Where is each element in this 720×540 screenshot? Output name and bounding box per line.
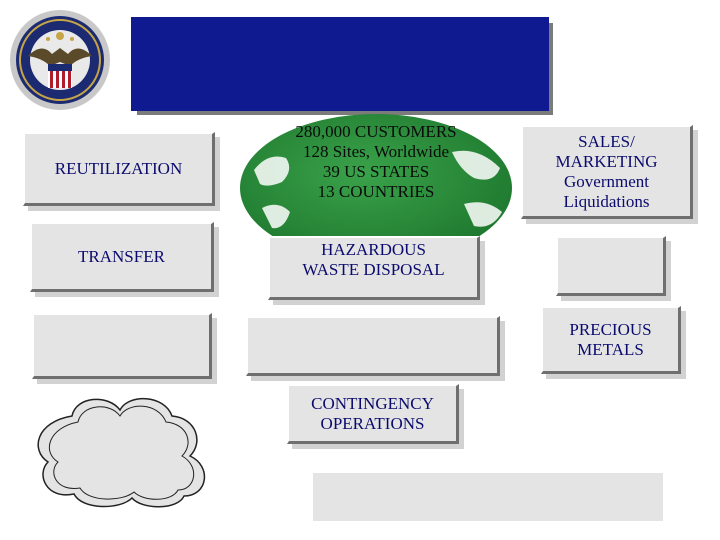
sales-marketing-label: SALES/ MARKETING Government Liquidations <box>555 131 658 211</box>
agency-seal-icon <box>10 10 110 110</box>
sales-marketing-box[interactable]: SALES/ MARKETING Government Liquidations <box>521 125 693 219</box>
contingency-operations-box[interactable]: CONTINGENCY OPERATIONS <box>287 384 459 444</box>
hazardous-waste-label: HAZARDOUS WASTE DISPOSAL <box>302 240 445 279</box>
empty-box-right[interactable] <box>556 236 666 296</box>
empty-bar-bottom[interactable] <box>313 473 663 521</box>
empty-box-center[interactable] <box>246 316 500 376</box>
reutilization-label: REUTILIZATION <box>54 158 183 178</box>
hazardous-waste-box[interactable]: HAZARDOUS WASTE DISPOSAL <box>268 236 480 300</box>
contingency-operations-label: CONTINGENCY OPERATIONS <box>311 393 434 433</box>
cloud-shape <box>37 397 206 508</box>
precious-metals-label: PRECIOUS METALS <box>569 319 652 359</box>
precious-metals-box[interactable]: PRECIOUS METALS <box>541 306 681 374</box>
customers-summary: 280,000 CUSTOMERS 128 Sites, Worldwide 3… <box>295 122 457 201</box>
empty-box-left[interactable] <box>32 313 212 379</box>
reutilization-box[interactable]: REUTILIZATION <box>23 132 215 206</box>
transfer-label: TRANSFER <box>78 246 165 266</box>
transfer-box[interactable]: TRANSFER <box>30 222 214 292</box>
title-banner <box>131 17 549 111</box>
